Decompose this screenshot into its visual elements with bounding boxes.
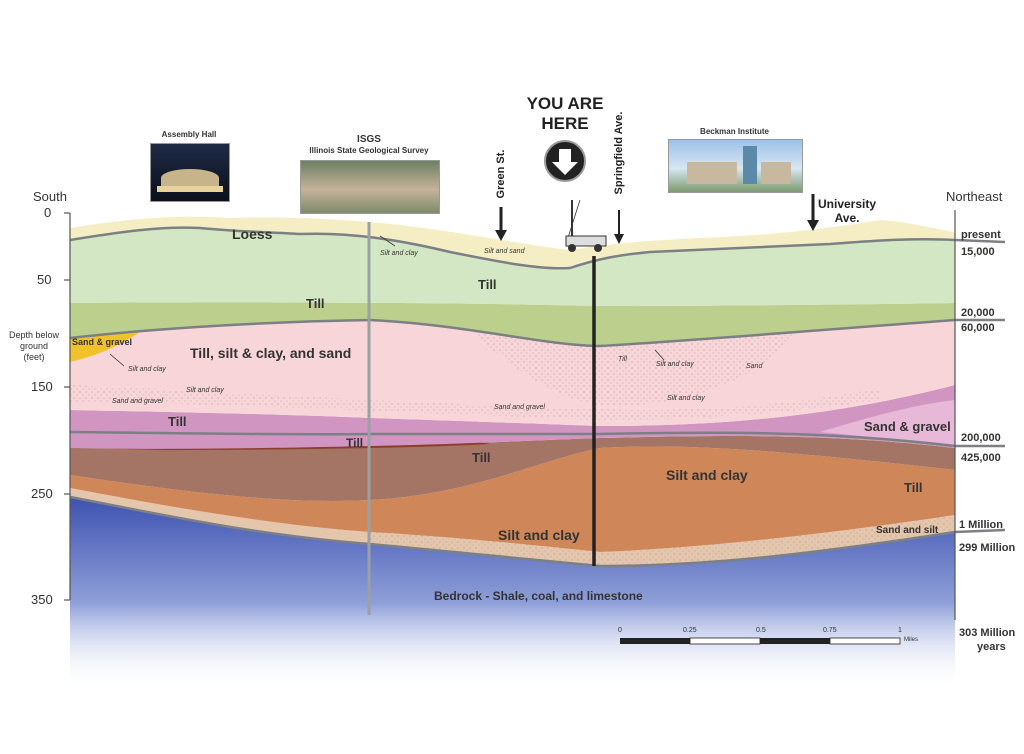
age-60000: 60,000: [961, 322, 995, 334]
drill-rig-icon: [565, 199, 607, 252]
scale-tick-025: 0.25: [683, 627, 697, 634]
depth-axis-label: Depth below ground (feet): [8, 330, 60, 362]
university-label: University Ave.: [818, 197, 877, 225]
assembly-hall-photo: [150, 143, 230, 202]
sand-gravel-right-band: [820, 400, 955, 445]
depth-tick-50: 50: [37, 272, 52, 287]
springfield-label: Springfield Ave.: [613, 111, 625, 195]
sand-gravel-left-label: Sand & gravel: [72, 337, 133, 347]
age-200000: 200,000: [961, 432, 1001, 444]
silt-clay-small-3: Silt and clay: [186, 387, 224, 394]
till-brown-label: Till: [472, 450, 491, 465]
till-green-band: [70, 302, 955, 346]
till-upper-label: Till: [478, 277, 497, 292]
green-st-label: Green St.: [495, 149, 507, 199]
age-present: present: [961, 229, 1001, 241]
depth-ticks: [64, 212, 70, 601]
age-425000: 425,000: [961, 452, 1001, 464]
depth-tick-350: 350: [31, 592, 53, 607]
till-right-label: Till: [904, 480, 923, 495]
scale-tick-0: 0: [618, 627, 622, 634]
you-are-here-label: YOU ARE HERE: [526, 94, 604, 133]
springfield-arrow-icon: [614, 210, 624, 244]
sand-small: Sand: [746, 363, 763, 370]
age-299-million: 299 Million: [959, 542, 1016, 554]
isgs-label: ISGS: [357, 134, 381, 145]
depth-tick-0: 0: [44, 205, 52, 220]
sand-gravel-strip: [70, 385, 880, 420]
beckman-institute-photo: [668, 139, 803, 193]
depth-tick-150: 150: [31, 379, 53, 394]
isgs-sub-label: Illinois State Geological Survey: [309, 146, 429, 155]
depth-tick-250: 250: [31, 486, 53, 501]
silt-clay-small-1: Silt and clay: [380, 250, 418, 257]
isgs-building-photo: [300, 160, 440, 214]
label-pointer-lines: [109, 235, 665, 367]
age-303-million: 303 Million: [959, 627, 1016, 639]
beckman-label: Beckman Institute: [700, 127, 769, 136]
silt-clay-lower-dots: [370, 513, 955, 566]
till-silt-sand-label: Till, silt & clay, and sand: [190, 345, 352, 361]
till-small: Till: [618, 356, 627, 363]
age-15000: 15,000: [961, 246, 995, 258]
silt-clay-low-label: Silt and clay: [498, 527, 580, 543]
sand-gravel-small-b: Sand and gravel: [494, 404, 545, 411]
till-brown-layer: [70, 436, 955, 501]
sand-lens: [470, 330, 800, 406]
age-years: years: [977, 641, 1006, 653]
age-1-million: 1 Million: [959, 519, 1003, 531]
till-dark-label: Till: [346, 436, 364, 450]
till-purple-label: Till: [168, 414, 187, 429]
sand-gravel-left-pocket: [70, 331, 140, 362]
silt-clay-brown-layer: [70, 446, 955, 552]
northeast-label: Northeast: [946, 189, 1003, 204]
green-st-arrow-icon: [495, 207, 507, 241]
south-label: South: [33, 189, 67, 204]
sand-silt-label: Sand and silt: [876, 525, 939, 536]
silt-clay-small-2: Silt and clay: [128, 366, 166, 373]
scale-bar: [620, 637, 901, 645]
scale-tick-05: 0.5: [756, 627, 766, 634]
silt-clay-small-4: Silt and clay: [656, 361, 694, 368]
assembly-hall-label: Assembly Hall: [161, 130, 217, 139]
sand-gravel-right-label: Sand & gravel: [864, 419, 951, 434]
bedrock-label: Bedrock - Shale, coal, and limestone: [434, 589, 643, 603]
you-are-here-down-arrow-icon: [544, 140, 586, 182]
till-band-label: Till: [306, 296, 325, 311]
silt-clay-mid-label: Silt and clay: [666, 467, 748, 483]
till-light-green-layer: [70, 227, 955, 306]
silt-clay-small-5: Silt and clay: [667, 395, 705, 402]
scale-tick-1: 1: [898, 627, 902, 634]
university-arrow-icon: [807, 194, 819, 231]
loess-label: Loess: [232, 226, 273, 242]
loess-layer: [70, 216, 955, 269]
scale-unit: Miles: [904, 637, 919, 643]
silt-sand-small: Silt and sand: [484, 248, 525, 255]
sand-gravel-small-a: Sand and gravel: [112, 398, 163, 405]
scale-tick-075: 0.75: [823, 627, 837, 634]
unconformity-lines: [69, 226, 1006, 568]
age-20000: 20,000: [961, 307, 995, 319]
